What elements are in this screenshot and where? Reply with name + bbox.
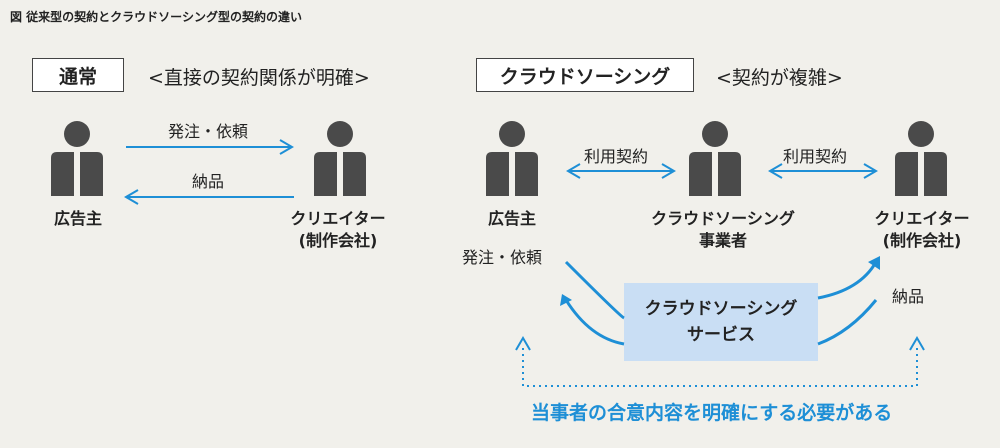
order-curve-in xyxy=(564,260,625,320)
platform-label-line2: 事業者 xyxy=(698,231,747,250)
service-line1: クラウドソーシング xyxy=(644,299,798,319)
agreement-note: 当事者の合意内容を明確にする必要がある xyxy=(531,402,893,424)
order-curve-arrowhead xyxy=(868,256,880,270)
figure-title: 図 従来型の契約とクラウドソーシング型の契約の違い xyxy=(10,10,302,24)
advertiser-label-left: 広告主 xyxy=(53,209,102,228)
normal-label-box: 通常 xyxy=(32,58,124,92)
service-line2: サービス xyxy=(687,325,755,345)
advertiser-right-icon xyxy=(486,121,538,196)
crowdsourcing-label-box: クラウドソーシング xyxy=(476,58,694,92)
creator-right-icon xyxy=(895,121,947,196)
delivery-arrow-label: 納品 xyxy=(192,172,225,191)
advertiser-label-right: 広告主 xyxy=(487,209,536,228)
agreement-bracket xyxy=(522,348,918,387)
creator-label-left: クリエイター (制作会社) xyxy=(268,208,408,252)
platform-label: クラウドソーシング 事業者 xyxy=(628,208,818,252)
delivery-label-right: 納品 xyxy=(892,287,925,306)
usage-contract-label-1: 利用契約 xyxy=(584,147,649,166)
creator-label-left-line1: クリエイター xyxy=(290,209,386,228)
creator-left-icon xyxy=(314,121,366,196)
order-curve-out xyxy=(817,261,878,300)
direct-contract-heading: <直接の契約関係が明確> xyxy=(148,67,370,89)
order-label-right: 発注・依頼 xyxy=(462,248,543,267)
delivery-arrowhead xyxy=(124,189,139,205)
delivery-curve-in xyxy=(817,299,878,346)
platform-label-line1: クラウドソーシング xyxy=(651,209,795,228)
advertiser-left-icon xyxy=(51,121,103,196)
order-arrow-label: 発注・依頼 xyxy=(168,122,249,141)
creator-label-right-line1: クリエイター xyxy=(874,209,970,228)
creator-label-right: クリエイター (制作会社) xyxy=(852,208,992,252)
order-arrowhead xyxy=(279,139,294,155)
usage-contract-label-2: 利用契約 xyxy=(783,147,848,166)
crowdsourcing-label: クラウドソーシング xyxy=(499,65,671,88)
delivery-curve-arrowhead xyxy=(560,294,572,306)
complex-contract-heading: <契約が複雑> xyxy=(716,67,843,89)
creator-label-right-line2: (制作会社) xyxy=(882,231,962,250)
creator-label-left-line2: (制作会社) xyxy=(298,231,378,250)
delivery-curve-out xyxy=(564,299,625,346)
crowdsourcing-service-box: クラウドソーシング サービス xyxy=(624,283,818,361)
normal-label: 通常 xyxy=(58,65,97,88)
platform-icon xyxy=(689,121,741,196)
